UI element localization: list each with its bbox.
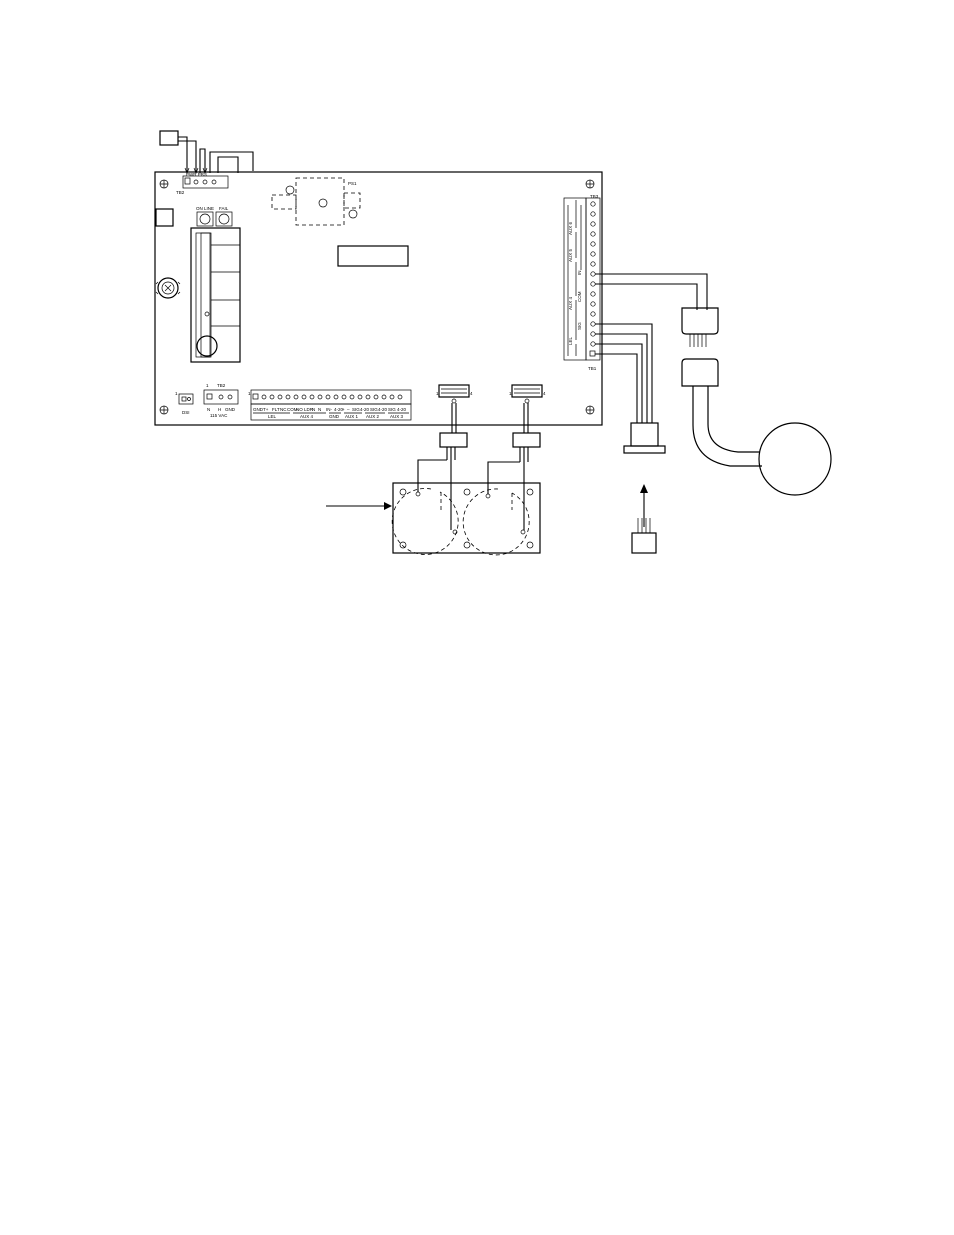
label-area: [337, 245, 409, 267]
svg-text:N: N: [318, 407, 321, 412]
svg-text:LDR: LDR: [304, 407, 314, 412]
svg-text:COM: COM: [577, 291, 582, 302]
svg-text:AUX 3: AUX 3: [390, 414, 404, 419]
svg-text:LEL: LEL: [568, 336, 573, 345]
tb2-terminal: 1 TB2 N H GND 115 VAC: [203, 383, 239, 418]
remote-sensor-head: [758, 422, 832, 496]
mounting-screw-icon: [159, 179, 595, 415]
circuit-board: PWR PRS TB2 PS1 ON LINE FAIL: [154, 171, 603, 426]
arrow-right-icon: [326, 502, 392, 510]
svg-text:AUX 4: AUX 4: [300, 414, 314, 419]
svg-text:4-20: 4-20: [360, 407, 370, 412]
svg-text:IN: IN: [577, 271, 582, 276]
svg-text:T+: T+: [263, 407, 269, 412]
svg-text:NC: NC: [280, 407, 287, 412]
board-connector-left: 1 4: [436, 384, 473, 404]
tb3-ref: TB3: [590, 194, 599, 199]
plug-connector: [631, 518, 657, 554]
svg-text:+: +: [342, 407, 345, 412]
svg-text:AUX 6: AUX 6: [568, 221, 573, 235]
svg-text:GND: GND: [225, 407, 236, 412]
svg-text:IN-: IN-: [326, 407, 333, 412]
svg-text:N: N: [312, 407, 315, 412]
svg-text:SIG: SIG: [388, 407, 396, 412]
power-source: [159, 130, 254, 174]
tb2-caption: 115 VAC: [210, 413, 228, 418]
svg-text:SIG: SIG: [370, 407, 378, 412]
svg-text:NO: NO: [296, 407, 303, 412]
svg-text:1: 1: [206, 383, 209, 388]
svg-text:4-20: 4-20: [397, 407, 407, 412]
tb1-wiring: [595, 273, 708, 423]
cable-connector: [623, 422, 666, 454]
svg-text:AUX 5: AUX 5: [568, 248, 573, 262]
svg-text:4: 4: [543, 391, 546, 396]
svg-text:SIG: SIG: [352, 407, 360, 412]
tb1-ref: TB1: [588, 366, 597, 371]
svg-text:1: 1: [509, 391, 512, 396]
bottom-terminal-strip: 1 GND T+ FLT NC COM NO LDR N N IN- 4-20 …: [248, 389, 412, 421]
svg-text:GND: GND: [329, 414, 340, 419]
tb2-ref: TB2: [217, 383, 226, 388]
relay-ps1: PS1: [271, 177, 361, 226]
sensor-cable-left: [417, 403, 468, 530]
svg-text:4-20: 4-20: [378, 407, 388, 412]
relay-ref: PS1: [348, 181, 357, 186]
svg-text:LEL: LEL: [268, 414, 277, 419]
power-terminal-label: PWR PRS: [186, 172, 207, 177]
potentiometer-knob-icon: [155, 277, 181, 299]
dip-switch-ref: DSI: [182, 410, 190, 415]
svg-text:FLT: FLT: [272, 407, 280, 412]
square-pad: [155, 208, 174, 227]
dip-switch: 1 DSI: [175, 391, 194, 415]
svg-text:H: H: [218, 407, 221, 412]
dual-sensor-module: [391, 482, 541, 556]
svg-text:AUX 2: AUX 2: [366, 414, 380, 419]
board-connector-right: 1 4: [509, 384, 546, 404]
sensor-cable-right: [487, 403, 541, 530]
sensor-module: [190, 227, 241, 363]
svg-text:AUX 4: AUX 4: [568, 296, 573, 310]
svg-text:1: 1: [436, 391, 439, 396]
remote-sensor-connector: [681, 307, 762, 467]
svg-text:COM: COM: [287, 407, 298, 412]
status-buttons: ON LINE FAIL: [196, 206, 233, 227]
svg-text:4: 4: [470, 391, 473, 396]
svg-text:1: 1: [175, 391, 178, 396]
svg-text:1: 1: [248, 391, 251, 396]
svg-text:AUX 1: AUX 1: [345, 414, 359, 419]
svg-text:4-20: 4-20: [334, 407, 344, 412]
fail-label: FAIL: [219, 206, 229, 211]
svg-text:N: N: [207, 407, 210, 412]
svg-text:SIG: SIG: [577, 322, 582, 330]
power-terminal-ref: TB2: [176, 190, 185, 195]
power-terminal-block: PWR PRS TB2: [176, 172, 229, 195]
tb1-terminal-strip: TB3 AUX 6 AUX 5 LEL AUX 4 IN COM SIG TB1: [563, 194, 601, 371]
arrow-up-icon: [640, 484, 648, 527]
online-label: ON LINE: [196, 206, 214, 211]
svg-text:GND: GND: [253, 407, 264, 412]
svg-text:–: –: [347, 407, 350, 412]
